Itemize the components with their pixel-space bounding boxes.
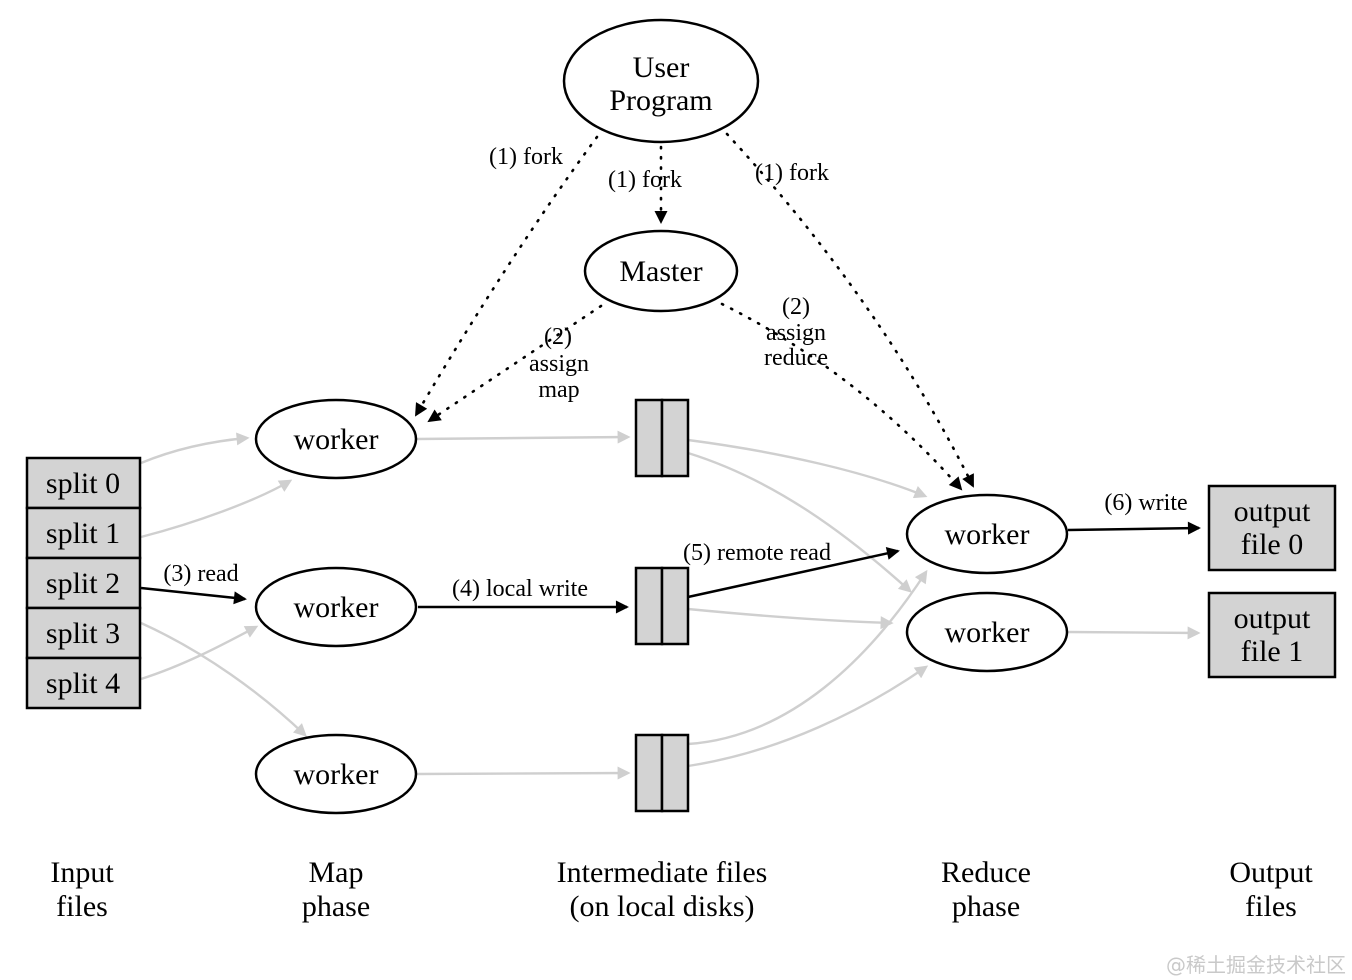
output-file0-box: [1207, 484, 1337, 572]
watermark-text: @稀土掘金技术社区: [1166, 953, 1346, 977]
assign-map-label-line1: (2): [544, 324, 572, 350]
output-file1-label-line1: output: [1234, 602, 1311, 635]
map-worker2-label: worker: [294, 591, 379, 624]
edge-read-split2-to-map-worker2: [140, 586, 247, 605]
intermediate1-left-segment: [634, 398, 664, 478]
assign-reduce-label-line1: (2): [782, 294, 810, 320]
phase-output-line1: Output: [1229, 856, 1313, 889]
phase-reduce-line1: Reduce: [941, 856, 1031, 889]
edge-reduce-worker2-to-output-file1: [1067, 626, 1201, 640]
edge-split1-to-map-worker1: [140, 479, 293, 539]
output-file0-label-line2: file 0: [1241, 528, 1303, 561]
intermediate2-left-segment: [634, 566, 664, 646]
edge-intermediate3-to-reduce-worker2: [687, 665, 929, 768]
split2-box: [25, 556, 142, 610]
split3-label: split 3: [46, 617, 120, 650]
edge-split4-to-map-worker2: [140, 625, 259, 681]
intermediate3-left-segment: [634, 733, 664, 813]
fork-right-label: (1) fork: [755, 160, 829, 186]
user-program-label-line2: Program: [609, 84, 712, 117]
edge-split0-to-map-worker1: [140, 432, 250, 465]
phase-reduce-line2: phase: [952, 890, 1020, 923]
phase-output-line2: files: [1245, 890, 1297, 923]
map-worker2-node: [254, 566, 418, 648]
split4-box: [25, 656, 142, 710]
phase-intermediate-line2: (on local disks): [570, 890, 755, 923]
intermediate-files-3: [634, 733, 690, 813]
split0-label: split 0: [46, 467, 120, 500]
phase-map-line2: phase: [302, 890, 370, 923]
assign-map-label-line3: map: [538, 377, 579, 403]
user-program-node: [562, 18, 760, 144]
phase-intermediate-line1: Intermediate files: [557, 856, 768, 889]
edge-intermediate3-to-reduce-worker1: [687, 569, 928, 746]
edge-assign-map-master-to-map-worker1: [427, 304, 603, 423]
edge-split3-to-map-worker3: [140, 621, 307, 737]
reduce-worker1-label: worker: [945, 518, 1030, 551]
intermediate2-right-segment: [660, 566, 690, 646]
split2-label: split 2: [46, 567, 120, 600]
master-label: Master: [619, 255, 702, 288]
map-worker1-node: [254, 398, 418, 480]
map-worker3-label: worker: [294, 758, 379, 791]
edge-intermediate1-to-reduce-worker1: [687, 438, 928, 499]
reduce-worker1-node: [905, 493, 1069, 575]
user-program-label-line1: User: [633, 51, 690, 84]
reduce-worker2-node: [905, 591, 1069, 673]
intermediate1-right-segment: [660, 398, 690, 478]
input-splits-stack: split 0 split 1 split 2 split 3 split 4: [25, 456, 142, 710]
output-file1-label-line2: file 1: [1241, 635, 1303, 668]
edge-map-worker3-to-intermediate3: [416, 766, 631, 780]
edge-remote-read-intermediate2-to-reduce-worker1: [687, 547, 900, 599]
edge-map-worker1-to-intermediate1: [416, 430, 631, 444]
remote-read-label: (5) remote read: [683, 540, 831, 566]
output-file1-box: [1207, 591, 1337, 679]
reduce-worker2-label: worker: [945, 616, 1030, 649]
assign-reduce-label-line3: reduce: [764, 345, 828, 371]
intermediate-files-1: [634, 398, 690, 478]
local-write-label: (4) local write: [452, 576, 588, 602]
edge-fork-user-program-to-reduce-worker1: [725, 132, 975, 488]
phase-input-line1: Input: [50, 856, 114, 889]
edge-intermediate2-to-reduce-worker2: [687, 607, 894, 630]
split3-box: [25, 606, 142, 660]
write-label: (6) write: [1104, 490, 1187, 516]
map-worker1-label: worker: [294, 423, 379, 456]
master-node: [583, 229, 739, 313]
assign-reduce-label-line2: assign: [766, 320, 826, 346]
phase-input-line2: files: [56, 890, 108, 923]
intermediate-files-2: [634, 566, 690, 646]
edge-write-reduce-worker1-to-output-file0: [1067, 521, 1201, 535]
map-worker3-node: [254, 733, 418, 815]
read-label: (3) read: [163, 561, 238, 587]
split4-label: split 4: [46, 667, 120, 700]
phase-map-line1: Map: [309, 856, 364, 889]
split1-box: [25, 506, 142, 560]
split1-label: split 1: [46, 517, 120, 550]
output-file0-label-line1: output: [1234, 495, 1311, 528]
edge-assign-reduce-master-to-reduce-worker1: [720, 302, 963, 491]
fork-left-label: (1) fork: [489, 144, 563, 170]
assign-map-label-line2: assign: [529, 351, 589, 377]
intermediate3-right-segment: [660, 733, 690, 813]
fork-middle-label: (1) fork: [608, 167, 682, 193]
edge-intermediate1-to-reduce-worker2: [687, 451, 912, 593]
